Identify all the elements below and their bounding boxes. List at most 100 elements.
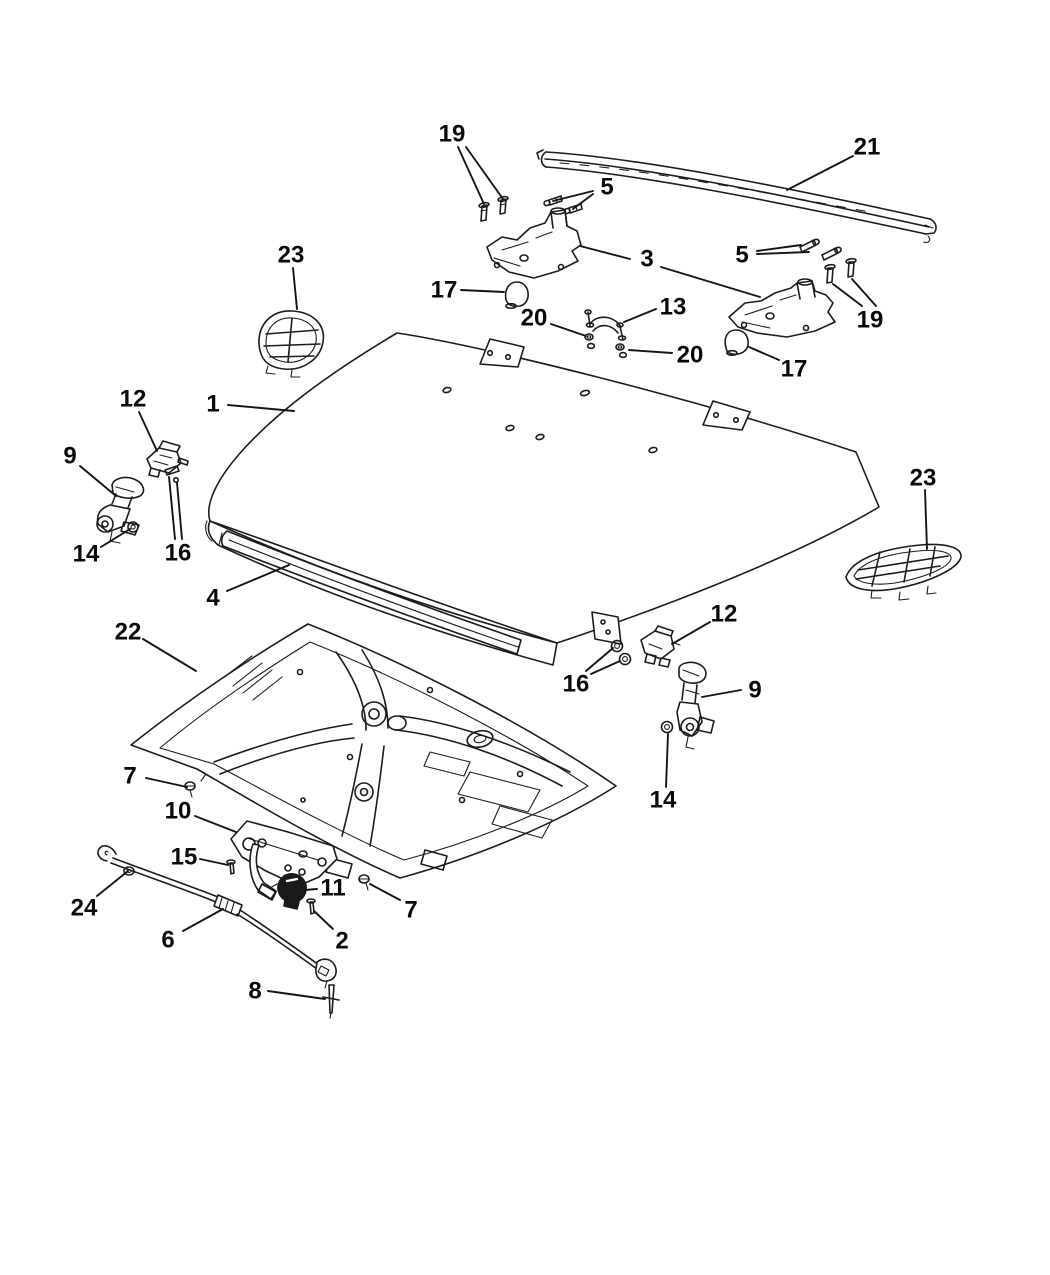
callout-leader-22 <box>142 638 197 672</box>
callout-leader-3 <box>579 245 631 260</box>
callout-label-20: 20 <box>677 342 704 369</box>
callout-leader-3 <box>660 266 761 298</box>
prop-rod <box>97 845 337 989</box>
callout-leader-13 <box>623 308 657 323</box>
hood-hinge-upper-right <box>640 625 681 668</box>
callout-label-15: 15 <box>171 844 198 871</box>
callout-leader-16 <box>585 647 614 672</box>
callout-leader-8 <box>267 990 326 1000</box>
callout-label-5: 5 <box>735 242 748 269</box>
callout-leader-12 <box>671 621 711 645</box>
hood-hinge-upper-left <box>146 440 189 478</box>
callout-label-4: 4 <box>206 585 220 612</box>
callout-label-21: 21 <box>854 134 881 161</box>
callout-leader-12 <box>138 411 158 452</box>
callout-label-7: 7 <box>123 763 136 790</box>
callout-leader-23 <box>292 267 298 310</box>
callout-label-22: 22 <box>115 619 142 646</box>
callout-label-19: 19 <box>857 307 884 334</box>
callout-leader-19 <box>832 283 863 307</box>
callout-label-16: 16 <box>165 540 192 567</box>
bump-stop-right <box>724 329 749 357</box>
callout-leader-5 <box>756 251 810 255</box>
callout-label-8: 8 <box>248 978 261 1005</box>
callout-label-10: 10 <box>165 798 192 825</box>
callout-label-1: 1 <box>206 391 219 418</box>
cowl-vent-left <box>258 310 325 378</box>
clip-7-left <box>184 781 196 798</box>
callout-leader-2 <box>313 910 334 930</box>
callout-leader-4 <box>226 564 290 592</box>
callout-label-12: 12 <box>711 601 738 628</box>
front-weatherstrip <box>218 530 522 655</box>
callout-leader-5 <box>572 193 594 210</box>
callout-leader-15 <box>199 858 229 866</box>
footman-loop <box>584 309 627 341</box>
nut-pair-20-left <box>584 333 596 350</box>
hood-inner-panel <box>130 623 617 879</box>
callout-label-13: 13 <box>660 294 687 321</box>
callout-label-14: 14 <box>650 787 677 814</box>
callout-label-19: 19 <box>439 121 466 148</box>
callout-leader-24 <box>96 870 129 897</box>
callout-leader-16 <box>176 482 183 540</box>
hood-hinge-lower-right <box>676 661 715 750</box>
callout-leader-20 <box>628 349 673 354</box>
callout-leader-14 <box>665 733 669 788</box>
screw-pair-19-right <box>824 257 857 284</box>
rod-sleeve <box>213 894 243 917</box>
callout-label-17: 17 <box>781 356 808 383</box>
hood-hinge-lower-left <box>96 476 145 544</box>
callout-label-17: 17 <box>431 277 458 304</box>
callout-leader-19 <box>851 278 877 307</box>
callout-label-5: 5 <box>600 174 613 201</box>
callout-leader-17 <box>460 289 505 293</box>
hood-panel <box>205 332 880 666</box>
cowl-rail <box>536 149 937 244</box>
callout-label-23: 23 <box>278 242 305 269</box>
callout-leader-6 <box>182 908 224 932</box>
callout-leader-16 <box>590 660 621 675</box>
clip-7-right <box>358 874 370 891</box>
nut-pair-16-right <box>610 639 632 666</box>
callout-label-6: 6 <box>161 927 174 954</box>
bolt-pair-5-right <box>799 238 842 261</box>
latch-bracket <box>230 820 338 901</box>
callout-label-9: 9 <box>748 677 761 704</box>
callout-leader-11 <box>304 888 318 891</box>
callout-leader-9 <box>701 689 742 698</box>
callout-leader-17 <box>748 346 780 361</box>
callout-leader-5 <box>756 244 802 252</box>
retainer-pin-8 <box>322 984 340 1019</box>
callout-label-24: 24 <box>71 895 98 922</box>
screw-15 <box>226 859 236 875</box>
hood-latch <box>269 872 307 910</box>
callout-label-20: 20 <box>521 305 548 332</box>
callout-leader-10 <box>194 815 237 833</box>
screw-pair-19-left <box>478 195 509 222</box>
hinge-base-bracket-left <box>486 207 582 279</box>
callout-label-3: 3 <box>640 246 653 273</box>
bump-stop-left <box>504 281 529 310</box>
callout-leader-7 <box>369 883 401 901</box>
callout-leader-23 <box>924 489 928 550</box>
callout-leader-19 <box>465 146 504 200</box>
callout-leader-20 <box>550 323 587 337</box>
callout-leader-21 <box>786 155 854 191</box>
callout-leader-7 <box>145 777 188 788</box>
cowl-vent-right <box>845 543 962 601</box>
callout-label-7: 7 <box>404 897 417 924</box>
screw-2 <box>306 898 316 915</box>
callout-label-14: 14 <box>73 541 100 568</box>
callout-label-23: 23 <box>910 465 937 492</box>
callout-label-12: 12 <box>120 386 147 413</box>
pin-16-left <box>164 465 180 483</box>
callout-leader-1 <box>227 404 295 412</box>
callout-label-2: 2 <box>335 928 348 955</box>
callout-leader-9 <box>79 465 117 497</box>
nut-14-left <box>127 521 139 533</box>
callout-leader-5 <box>552 190 594 202</box>
